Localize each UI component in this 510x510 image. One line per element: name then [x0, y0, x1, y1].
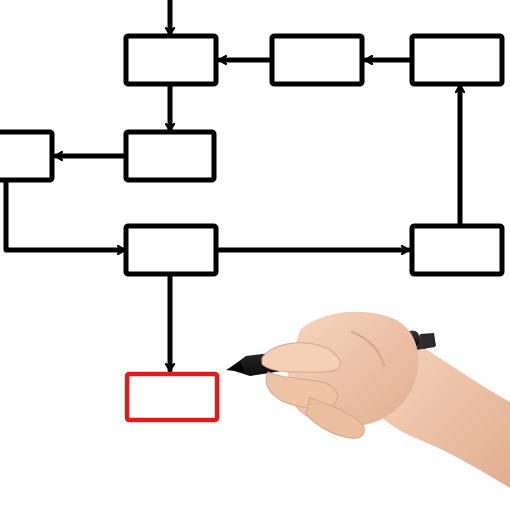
edge-middle-left-to-center	[3, 179, 127, 250]
box-bottom-red	[124, 371, 220, 423]
flowchart-nodes	[0, 33, 505, 423]
box-top-middle	[269, 33, 365, 87]
box-middle-left	[0, 129, 55, 183]
box-top-center	[123, 33, 219, 87]
box-center	[123, 223, 219, 277]
curled-fingers	[305, 397, 365, 439]
box-top-right	[409, 33, 505, 87]
index-finger	[265, 371, 338, 409]
box-middle-center	[123, 129, 217, 183]
thumb	[261, 342, 341, 373]
flowchart-edges	[3, 0, 460, 373]
knuckle-line	[351, 331, 385, 367]
hand-holding-marker-icon	[226, 311, 510, 488]
box-center-right	[409, 223, 505, 277]
